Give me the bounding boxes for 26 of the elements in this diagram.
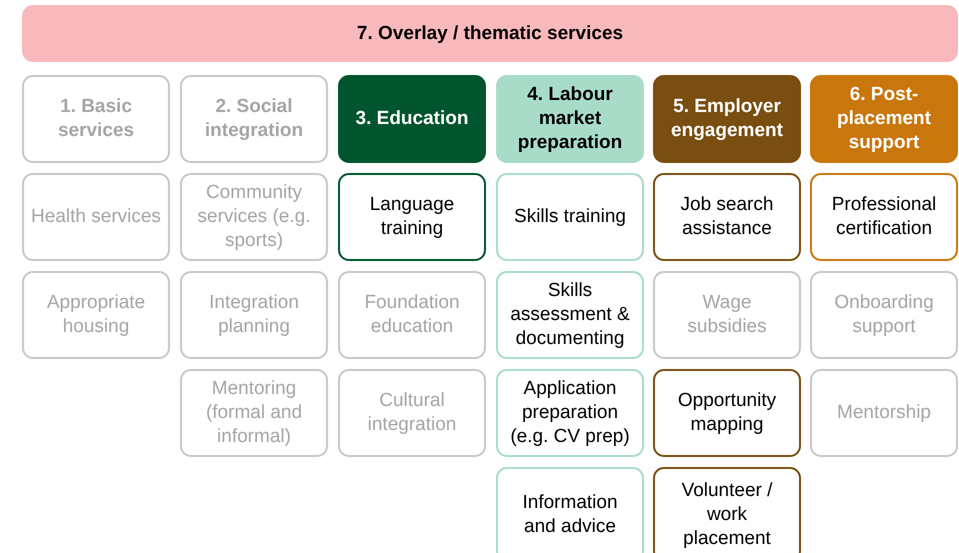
service-box: Mentorship bbox=[810, 369, 958, 457]
service-box: Skills assessment & documenting bbox=[496, 271, 644, 359]
service-box: Community services (e.g. sports) bbox=[180, 173, 328, 261]
service-box: Skills training bbox=[496, 173, 644, 261]
service-box: Onboarding support bbox=[810, 271, 958, 359]
service-box: Mentoring (formal and informal) bbox=[180, 369, 328, 457]
column-header: 6. Post-placement support bbox=[810, 75, 958, 163]
column-header: 4. Labour market preparation bbox=[496, 75, 644, 163]
service-box: Volunteer / work placement bbox=[653, 467, 801, 553]
service-box: Application preparation (e.g. CV prep) bbox=[496, 369, 644, 457]
service-box: Professional certification bbox=[810, 173, 958, 261]
service-box: Integration planning bbox=[180, 271, 328, 359]
service-box: Wage subsidies bbox=[653, 271, 801, 359]
column-header: 1. Basic services bbox=[22, 75, 170, 163]
service-box: Foundation education bbox=[338, 271, 486, 359]
column-header: 5. Employer engagement bbox=[653, 75, 801, 163]
service-box: Cultural integration bbox=[338, 369, 486, 457]
service-box: Information and advice bbox=[496, 467, 644, 553]
service-box: Job search assistance bbox=[653, 173, 801, 261]
overlay-band: 7. Overlay / thematic services bbox=[22, 5, 958, 62]
column-header: 2. Social integration bbox=[180, 75, 328, 163]
service-box: Appropriate housing bbox=[22, 271, 170, 359]
column-header: 3. Education bbox=[338, 75, 486, 163]
service-box: Language training bbox=[338, 173, 486, 261]
service-box: Opportunity mapping bbox=[653, 369, 801, 457]
service-box: Health services bbox=[22, 173, 170, 261]
